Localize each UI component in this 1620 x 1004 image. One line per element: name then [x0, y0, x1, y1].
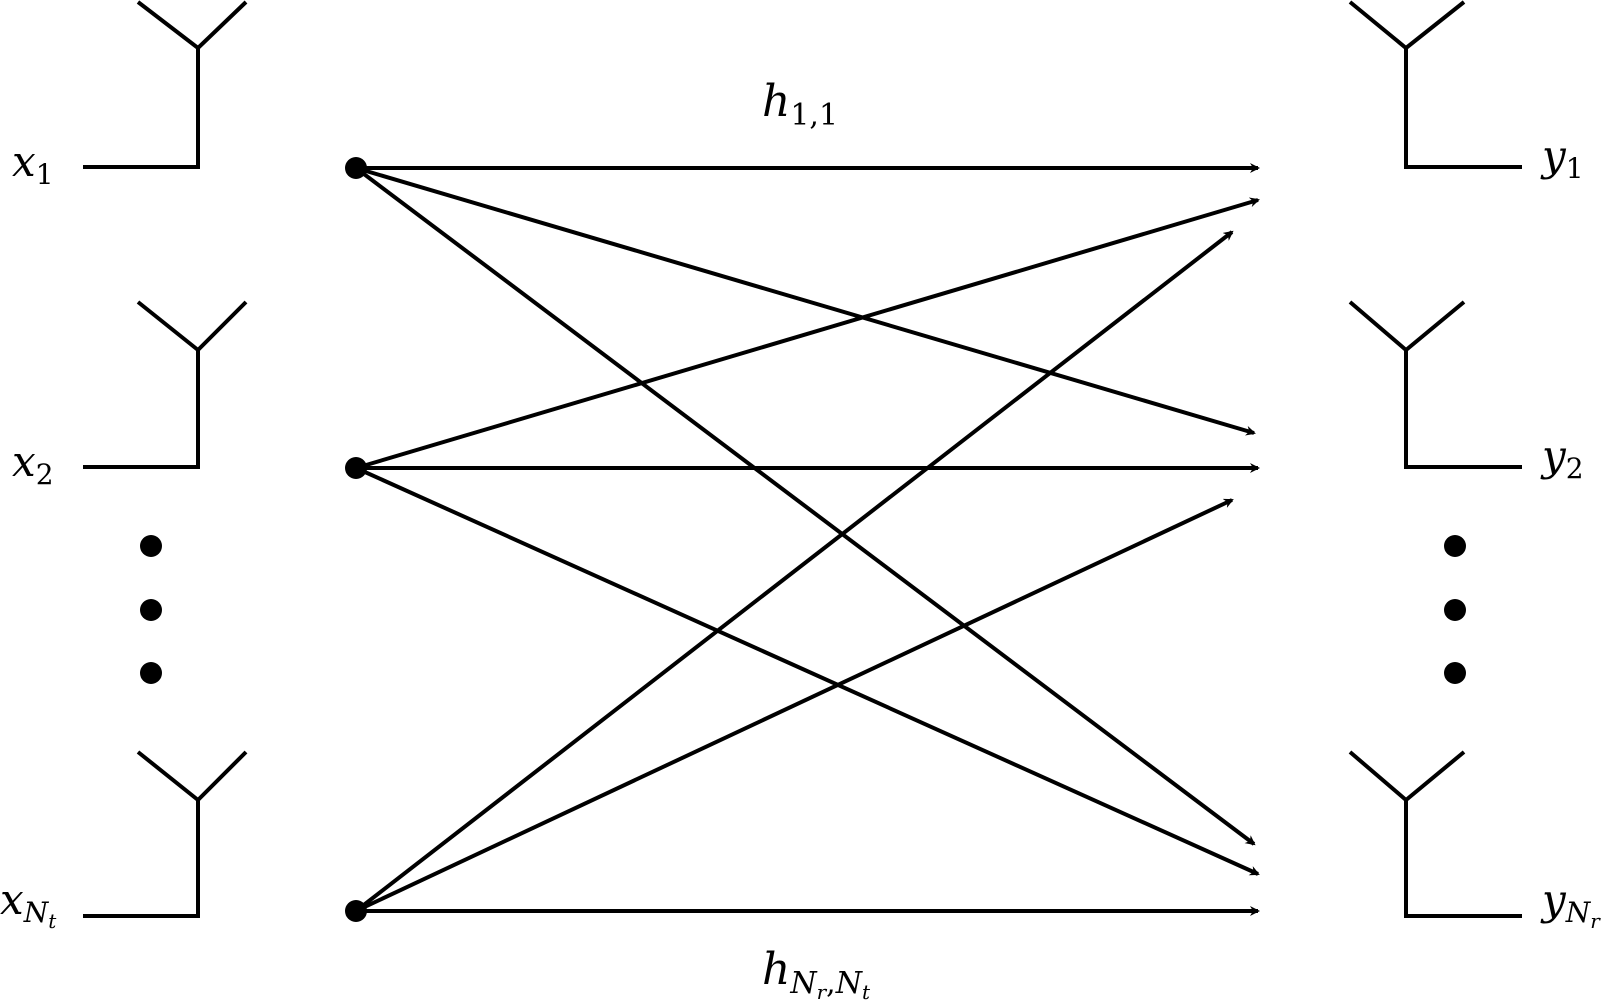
ellipsis-dot	[1444, 599, 1466, 621]
receive-label-nr: yNr	[1540, 875, 1601, 933]
channel-arrow-3-1	[354, 230, 1234, 913]
ellipsis-dot	[140, 599, 162, 621]
source-node-2	[345, 457, 367, 479]
channel-arrow-1-3	[354, 166, 1256, 846]
transmit-label-2: x2	[12, 437, 54, 491]
transmit-antenna-2	[83, 300, 248, 469]
transmit-antenna-nt	[83, 750, 248, 918]
channel-arrow-3-2	[355, 498, 1234, 913]
ellipsis-dot	[140, 535, 162, 557]
source-node-nt	[345, 900, 367, 922]
ellipsis-dot	[1444, 535, 1466, 557]
transmit-antenna-1	[83, 0, 248, 169]
receive-antenna-2	[1348, 300, 1522, 469]
channel-arrow-1-2	[355, 166, 1256, 436]
receive-label-2: y2	[1540, 431, 1584, 485]
receive-antenna-1	[1348, 0, 1522, 169]
ellipsis-dot	[140, 662, 162, 684]
receive-antenna-nr	[1348, 750, 1522, 918]
receive-ellipsis	[1444, 535, 1466, 684]
transmit-label-nt: xNt	[0, 875, 57, 933]
channel-label-top: h1,1	[762, 76, 838, 133]
source-nodes	[345, 157, 367, 922]
channel-label-bottom: hNr,Nt	[762, 944, 871, 1004]
source-node-1	[345, 157, 367, 179]
receive-label-1: y1	[1540, 131, 1584, 185]
transmit-label-1: x1	[12, 137, 54, 191]
ellipsis-dot	[1444, 662, 1466, 684]
channel-arrow-2-3	[355, 466, 1260, 876]
channel-arrow-2-1	[355, 197, 1260, 470]
channel-links	[354, 163, 1260, 916]
transmit-ellipsis	[140, 535, 162, 684]
